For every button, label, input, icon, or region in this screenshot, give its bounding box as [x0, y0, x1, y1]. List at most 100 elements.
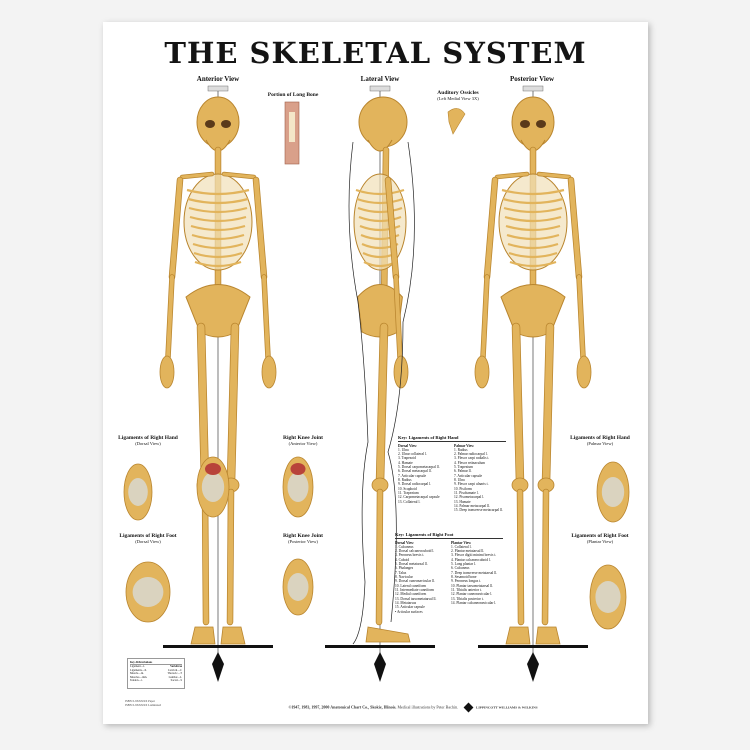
plumb-bob: [527, 652, 539, 682]
foot-plantar-title: Ligaments of Right Foot(Plantar View): [571, 533, 629, 545]
key-item: 8. Sesamoid bone: [451, 575, 477, 579]
key-hand-palmar-head: Palmar View: [454, 443, 474, 448]
knee-anterior-muscle-illustration-ligaments: [201, 472, 225, 502]
knee-anterior-muscle-illustration-tendon: [205, 463, 221, 475]
femur: [227, 323, 239, 486]
key-item: Muscle—m.: [130, 672, 144, 676]
radius-ulna: [577, 275, 585, 359]
orbit: [520, 120, 530, 128]
clavicle: [495, 172, 529, 179]
poster-title: THE SKELETAL SYSTEM: [164, 36, 587, 70]
hand: [261, 355, 277, 389]
key-item: Muscles—mm.: [130, 675, 148, 679]
hand-palmar-title: Ligaments of Right Hand(Palmar View): [570, 435, 630, 447]
key-item: 12. Plantar cuneonavicular l.: [451, 592, 493, 597]
rib: [191, 233, 245, 241]
key-item: 6. Phalanges: [395, 566, 414, 571]
poster: THE SKELETAL SYSTEM Anterior View Latera…: [103, 22, 648, 724]
key-item: 8. Navicular: [395, 575, 413, 579]
key-item: 3. Flexor carpi radialis t.: [454, 456, 490, 461]
key-item: 5. Long plantar l.: [451, 562, 476, 567]
key-item: 14. Metatarsus: [395, 600, 417, 605]
key-item: 2. Dorsal calcaneocuboid l.: [395, 549, 435, 554]
publisher-logo-icon: [463, 702, 474, 713]
humerus: [253, 177, 267, 280]
lateral-view-label: Lateral View: [360, 75, 400, 83]
key-item: 14. Palmar metacarpal ll.: [454, 503, 491, 508]
key-item: 4. Plantar calcaneocuboid l.: [451, 557, 491, 562]
key-item: Lumbar—L: [168, 675, 182, 679]
key-item: 15. Articular capsule: [395, 605, 425, 610]
knee-anterior-illustration-ligaments: [287, 472, 309, 502]
posterior-view-label: Posterior View: [510, 75, 554, 83]
key-foot-ligaments: Key: Ligaments of Right Foot Dorsal View…: [395, 532, 503, 614]
key-item: 9. Peroneus longus t.: [451, 579, 482, 584]
key-item: 6. Calcaneus: [451, 566, 470, 571]
rib: [193, 251, 243, 259]
key-foot-plantar-head: Plantar View: [451, 540, 471, 545]
foot: [220, 626, 246, 645]
radius-ulna: [394, 275, 402, 359]
hanger-plate: [207, 85, 229, 92]
rib: [357, 206, 403, 214]
skull: [196, 96, 240, 148]
key-item: 11. Intermediate cuneiform: [395, 587, 435, 592]
rib: [507, 242, 559, 250]
foot: [535, 626, 561, 645]
key-item: 7. Talus: [395, 570, 407, 575]
plumb-bob: [212, 652, 224, 682]
key-item: 4. Hamate: [398, 460, 413, 465]
base-bar: [478, 645, 588, 648]
clavicle: [180, 172, 214, 179]
hand-dorsal-illustration-ligaments: [128, 478, 148, 506]
key-item: 12. Pisometacarpal l.: [454, 495, 485, 500]
femur: [197, 323, 209, 486]
key-item: 3. Flexor digiti minimi brevis t.: [451, 553, 497, 558]
rib: [188, 206, 248, 214]
isbn-paper: ISBN 0-9XXXXX Paper: [125, 699, 155, 703]
humerus: [169, 177, 183, 280]
key-item: 10. Scaphoid: [398, 486, 417, 491]
femur: [542, 323, 554, 486]
key-item: Cervical—C: [167, 668, 182, 672]
rib: [501, 188, 565, 196]
knee-anterior-title: Right Knee Joint(Anterior View): [282, 435, 324, 447]
rib: [190, 224, 246, 232]
publisher-name: LIPPINCOTT WILLIAMS & WILKINS: [475, 705, 538, 710]
femur: [376, 323, 388, 486]
skeleton-illustrations: [123, 85, 630, 682]
body-outline: [348, 141, 415, 645]
marrow-cavity: [289, 112, 295, 142]
orbit: [221, 120, 231, 128]
pelvis: [185, 284, 251, 338]
rib: [505, 224, 561, 232]
hanger-plate: [369, 85, 391, 92]
knee-posterior-illustration-ligaments: [287, 573, 309, 601]
key-item: 8. Ulna: [454, 478, 465, 482]
key-item: 6. Palmar ll.: [454, 469, 472, 474]
key-item: 2. Palmar radiocarpal l.: [454, 452, 488, 457]
key-foot-title: Key: Ligaments of Right Foot: [395, 532, 503, 539]
tibia: [542, 489, 549, 625]
key-item: 12. Medial cuneiform: [395, 592, 427, 597]
rib: [355, 188, 405, 196]
key-item: Ligament—l.: [130, 665, 145, 669]
key-foot-dorsal-head: Dorsal View: [395, 540, 414, 545]
key-item: Ligaments—ll.: [130, 668, 147, 672]
key-item: 9. Dorsal radiocarpal l.: [398, 482, 432, 487]
tibia: [517, 489, 524, 625]
key-item: 4. Flexor retinaculum: [454, 460, 486, 465]
key-hand-ligaments: Key: Ligaments of Right Hand Dorsal View…: [398, 435, 506, 513]
tibia: [376, 489, 383, 625]
key-item: • Articular surfaces: [395, 609, 423, 614]
clavicle: [537, 172, 571, 179]
radius-ulna: [166, 275, 174, 359]
hand: [576, 355, 592, 389]
key-item: 9. Flexor carpi ulnaris t.: [454, 482, 489, 487]
femur: [512, 323, 524, 486]
key-item: 9. Dorsal cuneonavicular ll.: [395, 579, 435, 584]
key-item: 4. Cuboid: [395, 557, 410, 562]
key-item: 11. Trapezium: [398, 490, 419, 495]
key-item: 1. Collateral l.: [451, 544, 472, 549]
